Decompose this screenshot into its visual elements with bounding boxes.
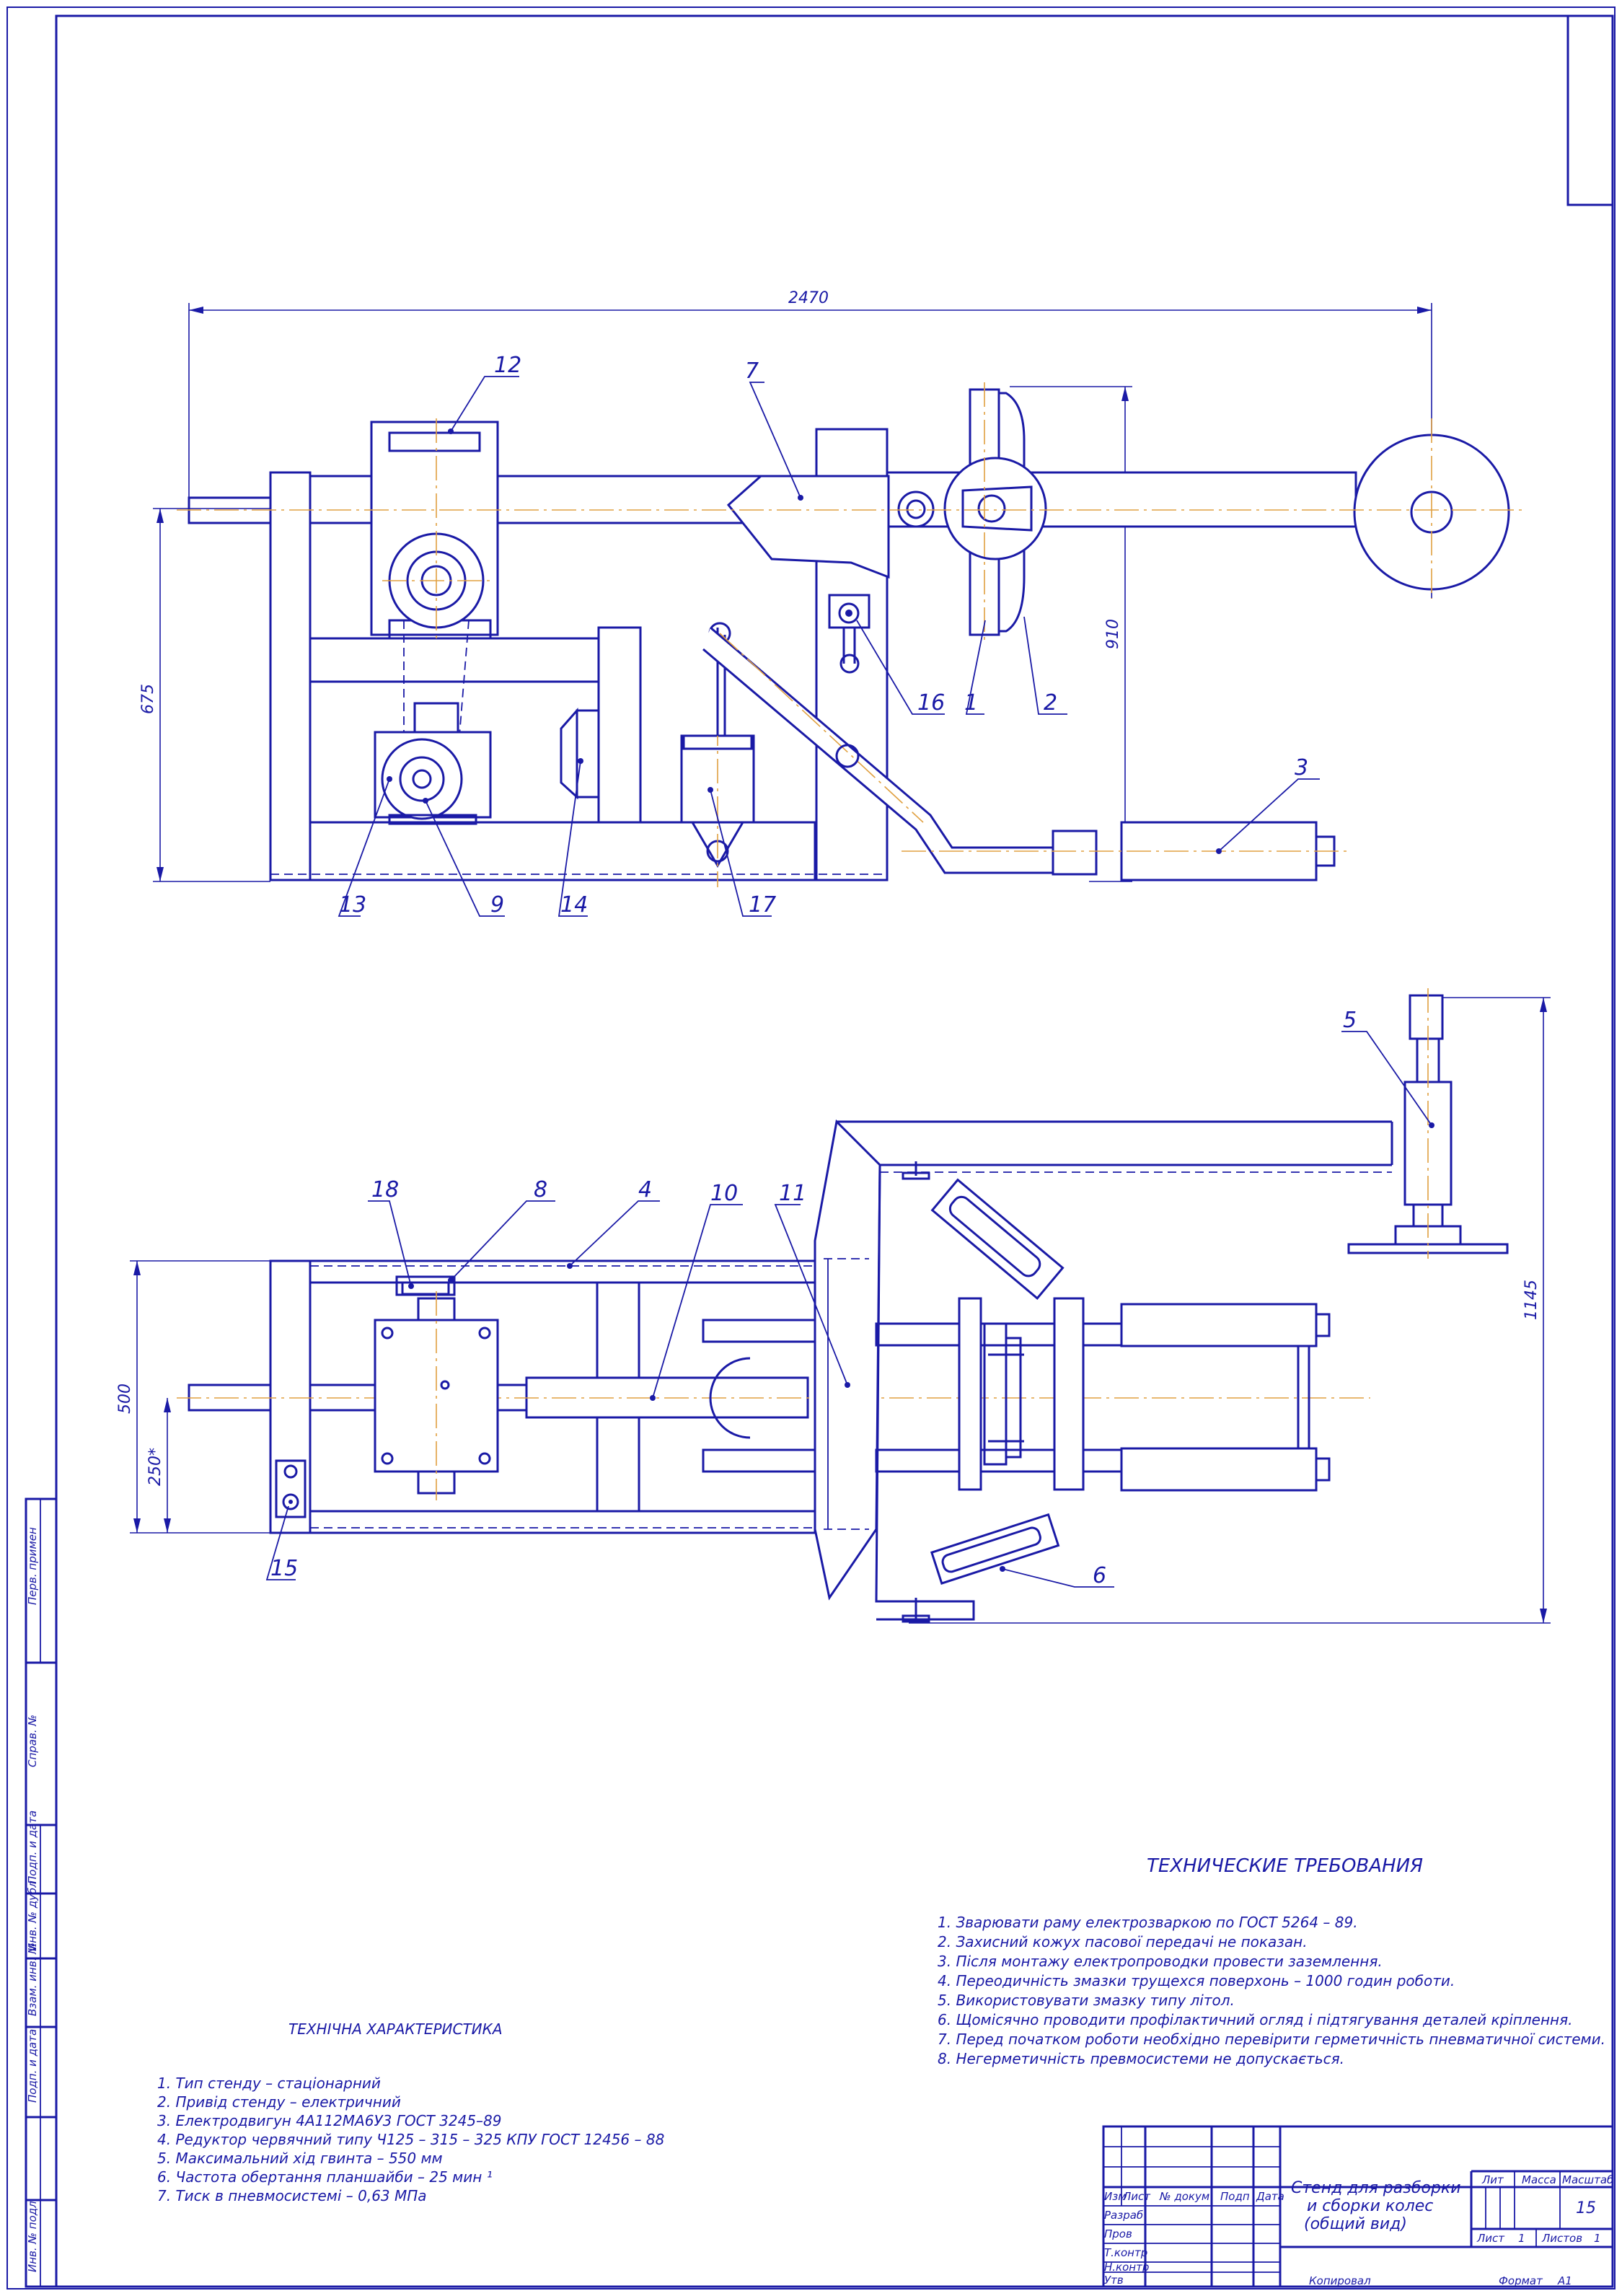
side-stamp-label: Перв. примен [26, 1527, 39, 1605]
side-stamp-column: Перв. примен Справ. № Подп. и дата Инв. … [25, 1497, 58, 2288]
tech-characteristics: ТЕХНІЧНА ХАРАКТЕРИСТИКА 1. Тип стенду – … [157, 2020, 664, 2204]
characteristic-item: 2. Привід стенду – електричний [157, 2093, 401, 2111]
side-stamp-label: Подп. и дата [26, 2029, 39, 2103]
callouts: 12 7 16 1 2 3 13 9 14 17 [265, 353, 1434, 1588]
title-block-sheets-label: Листов [1541, 2232, 1582, 2245]
corner-stamp [1566, 14, 1614, 206]
characteristic-item: 1. Тип стенду – стаціонарний [157, 2075, 381, 2092]
characteristic-item: 7. Тиск в пневмосистемі – 0,63 МПа [157, 2187, 427, 2204]
callout-2: 2 [1044, 690, 1057, 716]
callout-10: 10 [710, 1181, 738, 1206]
drawing-title-line2: и сборки колес [1307, 2197, 1433, 2215]
dim-width-half: 250* [146, 1448, 164, 1486]
side-stamp-label: Инв. № подл [26, 2201, 39, 2272]
dim-height-right: 910 [1104, 619, 1122, 649]
callout-4: 4 [638, 1177, 652, 1202]
characteristic-item: 6. Частота обертання планшайби – 25 мин … [157, 2168, 493, 2186]
title-block-col-izm: Изм [1104, 2190, 1127, 2203]
tech-requirements-heading: ТЕХНИЧЕСКИЕ ТРЕБОВАНИЯ [1147, 1855, 1423, 1877]
format-label: Формат [1499, 2274, 1543, 2287]
plan-view: 500 250* 1145 [116, 988, 1551, 1624]
callout-6: 6 [1093, 1563, 1106, 1588]
front-view: 2470 675 910 [139, 289, 1522, 887]
title-block-sheets-value: 1 [1594, 2232, 1601, 2245]
callout-5: 5 [1343, 1008, 1357, 1033]
drawing-title-line3: (общий вид) [1304, 2215, 1407, 2233]
callout-12: 12 [494, 353, 521, 378]
title-block: Изм Лист № докум Подп Дата Разраб Пров Т… [1102, 2125, 1614, 2288]
callout-18: 18 [371, 1177, 399, 1202]
title-block-col-list: Лист [1122, 2190, 1151, 2203]
title-block-massa: Масса [1522, 2173, 1556, 2186]
characteristic-item: 5. Максимальний хід гвинта – 550 мм [157, 2150, 443, 2167]
dim-width-top: 500 [116, 1384, 134, 1414]
characteristic-item: 3. Електродвигун 4А112МА6У3 ГОСТ 3245–89 [157, 2112, 502, 2129]
requirement-item: 4. Переодичність змазки трущехся поверхо… [938, 1972, 1455, 1989]
callout-17: 17 [749, 892, 776, 918]
drawing-title-line1: Стенд для разборки [1291, 2179, 1461, 2197]
title-block-row-tkontr: Т.контр [1104, 2246, 1147, 2259]
title-block-row-razrab: Разраб [1104, 2209, 1143, 2222]
title-block-sheet-label: Лист [1476, 2232, 1505, 2245]
copied-label: Копировал [1309, 2274, 1371, 2287]
tech-characteristics-heading: ТЕХНІЧНА ХАРАКТЕРИСТИКА [288, 2020, 503, 2038]
dim-height-left: 675 [139, 684, 157, 714]
side-stamp-label: Справ. № [26, 1715, 39, 1767]
tech-requirements: ТЕХНИЧЕСКИЕ ТРЕБОВАНИЯ 1. Зварювати раму… [938, 1855, 1605, 2067]
side-stamp-label: Подп. и дата [26, 1811, 39, 1884]
callout-15: 15 [270, 1556, 298, 1581]
title-block-col-podp: Подп [1220, 2190, 1250, 2203]
drawing-frame [55, 14, 1614, 2288]
title-block-row-prov: Пров [1104, 2227, 1132, 2240]
requirement-item: 3. Після монтажу електропроводки провест… [938, 1953, 1383, 1970]
title-block-lit: Лит [1481, 2173, 1504, 2186]
callout-1: 1 [964, 690, 978, 716]
title-block-sheet-value: 1 [1518, 2232, 1525, 2245]
callout-11: 11 [779, 1181, 806, 1206]
title-block-col-doc: № докум [1159, 2190, 1209, 2203]
requirement-item: 8. Негерметичність превмосистеми не допу… [938, 2050, 1344, 2067]
callout-8: 8 [534, 1177, 547, 1202]
requirement-item: 5. Використовувати змазку типу літол. [938, 1992, 1235, 2009]
side-stamp-label: Инв. № дубл [26, 1881, 39, 1951]
callout-7: 7 [745, 359, 759, 384]
format-value: A1 [1557, 2274, 1572, 2287]
title-block-col-data: Дата [1256, 2190, 1284, 2203]
characteristic-item: 4. Редуктор червячний типу Ч125 – 315 – … [157, 2131, 664, 2148]
title-block-scale-value: 15 [1576, 2199, 1596, 2217]
title-block-row-nkontr: Н.контр [1104, 2261, 1149, 2274]
requirement-item: 2. Захисний кожух пасової передачі не по… [938, 1933, 1308, 1950]
requirement-item: 6. Щомісячно проводити профілактичний ог… [938, 2011, 1573, 2028]
title-block-masshtab: Масштаб [1562, 2173, 1613, 2186]
dim-overall-length: 2470 [788, 289, 829, 307]
callout-16: 16 [917, 690, 945, 716]
requirement-item: 1. Зварювати раму електрозваркою по ГОСТ… [938, 1914, 1358, 1931]
requirement-item: 7. Перед початком роботи необхідно перев… [938, 2031, 1605, 2048]
callout-9: 9 [490, 892, 504, 918]
callout-14: 14 [560, 892, 588, 918]
title-block-row-utv: Утв [1104, 2274, 1124, 2287]
dim-height-plan: 1145 [1522, 1280, 1541, 1320]
callout-13: 13 [339, 892, 366, 918]
callout-3: 3 [1295, 755, 1308, 780]
side-stamp-label: Взам. инв. № [26, 1943, 39, 2016]
